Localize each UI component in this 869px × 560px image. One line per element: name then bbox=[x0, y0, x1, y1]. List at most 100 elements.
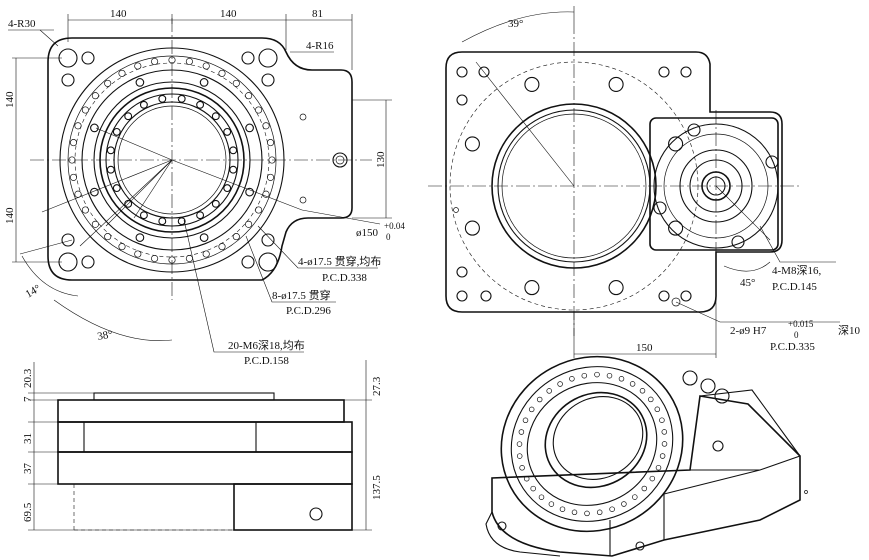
dim-27-3: 27.3 bbox=[371, 376, 383, 396]
through-hole-pcd296 bbox=[90, 187, 99, 197]
motor-hole bbox=[653, 201, 667, 215]
callout-leader-3 bbox=[183, 219, 304, 353]
small-hole bbox=[299, 113, 307, 121]
through-hole-pcd296 bbox=[135, 233, 145, 242]
outer-bolt-hole bbox=[232, 233, 240, 241]
hole bbox=[61, 233, 75, 247]
pin-hole bbox=[453, 207, 459, 213]
iso-body bbox=[491, 395, 801, 557]
outer-bolt-hole bbox=[151, 57, 159, 66]
front-bolts-outer bbox=[68, 56, 276, 264]
iso-cap bbox=[682, 370, 698, 386]
iso-bolt-hole bbox=[522, 417, 529, 424]
front-view: 140 140 81 4-R30 4-R16 140 140 130 ø150 … bbox=[4, 8, 405, 367]
iso-base-hole bbox=[497, 521, 507, 531]
leader bbox=[95, 127, 173, 161]
leader bbox=[133, 159, 173, 219]
arc-45 bbox=[723, 261, 771, 272]
outer-bolt-hole bbox=[91, 92, 99, 100]
iso-dot bbox=[804, 490, 808, 494]
m6-tapped-hole bbox=[177, 94, 186, 103]
through-hole-pcd296 bbox=[199, 233, 209, 242]
m6-tapped-hole bbox=[106, 165, 115, 174]
iso-bolt-hole bbox=[606, 372, 613, 379]
leader bbox=[79, 159, 173, 247]
iso-bolt-hole bbox=[621, 501, 627, 507]
pin-hole bbox=[671, 297, 681, 307]
iso-bolt-hole bbox=[571, 509, 578, 516]
back-bolt-hole bbox=[608, 280, 624, 296]
outer-bolt-hole bbox=[69, 139, 78, 147]
outer-bolt-hole bbox=[245, 92, 253, 100]
iso-ring-3 bbox=[526, 382, 658, 506]
back-holes bbox=[464, 76, 684, 296]
outer-bolt-hole bbox=[255, 106, 263, 114]
corner-hole bbox=[258, 48, 278, 68]
edge-hole bbox=[658, 66, 670, 78]
hole bbox=[241, 255, 255, 269]
dim-left-2: 140 bbox=[4, 207, 16, 224]
outer-bolt-hole bbox=[262, 190, 270, 198]
m6-tapped-hole bbox=[211, 199, 220, 208]
iso-cap bbox=[714, 388, 730, 404]
leader bbox=[41, 159, 173, 213]
iso-bolt-hole bbox=[530, 485, 536, 492]
back-callout-2-tol-low: 0 bbox=[794, 330, 799, 340]
back-view: 39° 45° 4-M8深16, P.C.D.145 2-ø9 H7 +0.01… bbox=[428, 6, 860, 358]
side-view: 20.3 7 31 37 69.5 27.3 137.5 bbox=[22, 360, 383, 531]
iso-bolt-hole bbox=[584, 510, 590, 517]
m6-tapped-hole bbox=[177, 217, 186, 226]
side-body-1 bbox=[57, 421, 353, 453]
iso-bolts bbox=[516, 371, 668, 517]
angle-38: 38° bbox=[96, 328, 113, 342]
edge-hole bbox=[480, 290, 492, 302]
iso-base bbox=[485, 511, 561, 557]
front-body-outline bbox=[47, 37, 353, 281]
outer-bolt-hole bbox=[218, 243, 226, 251]
outer-bolt-hole bbox=[245, 220, 253, 228]
side-hole bbox=[309, 507, 323, 521]
angle-14: 14° bbox=[24, 283, 43, 301]
iso-bolt-hole bbox=[632, 494, 638, 500]
back-callout-2-prefix: 2-ø9 H7 bbox=[730, 325, 767, 337]
iso-bore bbox=[544, 391, 648, 489]
edge-hole bbox=[456, 94, 468, 106]
back-callout-1-line2: P.C.D.145 bbox=[772, 281, 817, 293]
iso-base-hole bbox=[635, 541, 645, 551]
dim-7: 7 bbox=[22, 396, 34, 402]
edge-hole bbox=[456, 290, 468, 302]
outer-bolt-hole bbox=[74, 122, 82, 130]
edge-hole bbox=[456, 266, 468, 278]
dim-top-2: 140 bbox=[220, 8, 237, 20]
iso-ring-outer bbox=[500, 355, 684, 533]
iso-bolt-hole bbox=[594, 371, 600, 378]
back-bolt-hole bbox=[668, 220, 684, 236]
through-hole-pcd296 bbox=[245, 123, 254, 133]
arc-14 bbox=[21, 255, 79, 297]
iso-bolt-hole bbox=[538, 494, 545, 500]
outer-bolt-hole bbox=[255, 206, 263, 214]
side-top-plate bbox=[57, 399, 345, 423]
dim-top-3: 81 bbox=[312, 8, 323, 20]
outer-bolt-hole bbox=[81, 206, 89, 214]
front-bolts-inner bbox=[106, 94, 238, 226]
callout-1-line1: 4-ø17.5 贯穿,均布 bbox=[298, 254, 381, 268]
iso-bolt-hole bbox=[661, 429, 668, 435]
through-hole-pcd296 bbox=[199, 78, 209, 87]
iso-bolt-hole bbox=[661, 441, 668, 447]
motor-hole bbox=[687, 123, 701, 137]
dim-top-1: 140 bbox=[110, 8, 127, 20]
leader-bore-tail bbox=[301, 209, 381, 225]
angle-line-39 bbox=[475, 61, 575, 187]
iso-bolt-hole bbox=[641, 485, 648, 492]
back-bolt-hole bbox=[668, 136, 684, 152]
m6-tapped-hole bbox=[223, 184, 232, 193]
outer-bolt-hole bbox=[266, 173, 275, 181]
m6-tapped-hole bbox=[139, 211, 148, 220]
iso-bolt-hole bbox=[546, 388, 552, 394]
edge-hole bbox=[478, 66, 490, 78]
outer-bolt-hole bbox=[104, 79, 112, 87]
through-hole-pcd296 bbox=[135, 78, 145, 87]
callout-leader-9 bbox=[675, 301, 840, 323]
